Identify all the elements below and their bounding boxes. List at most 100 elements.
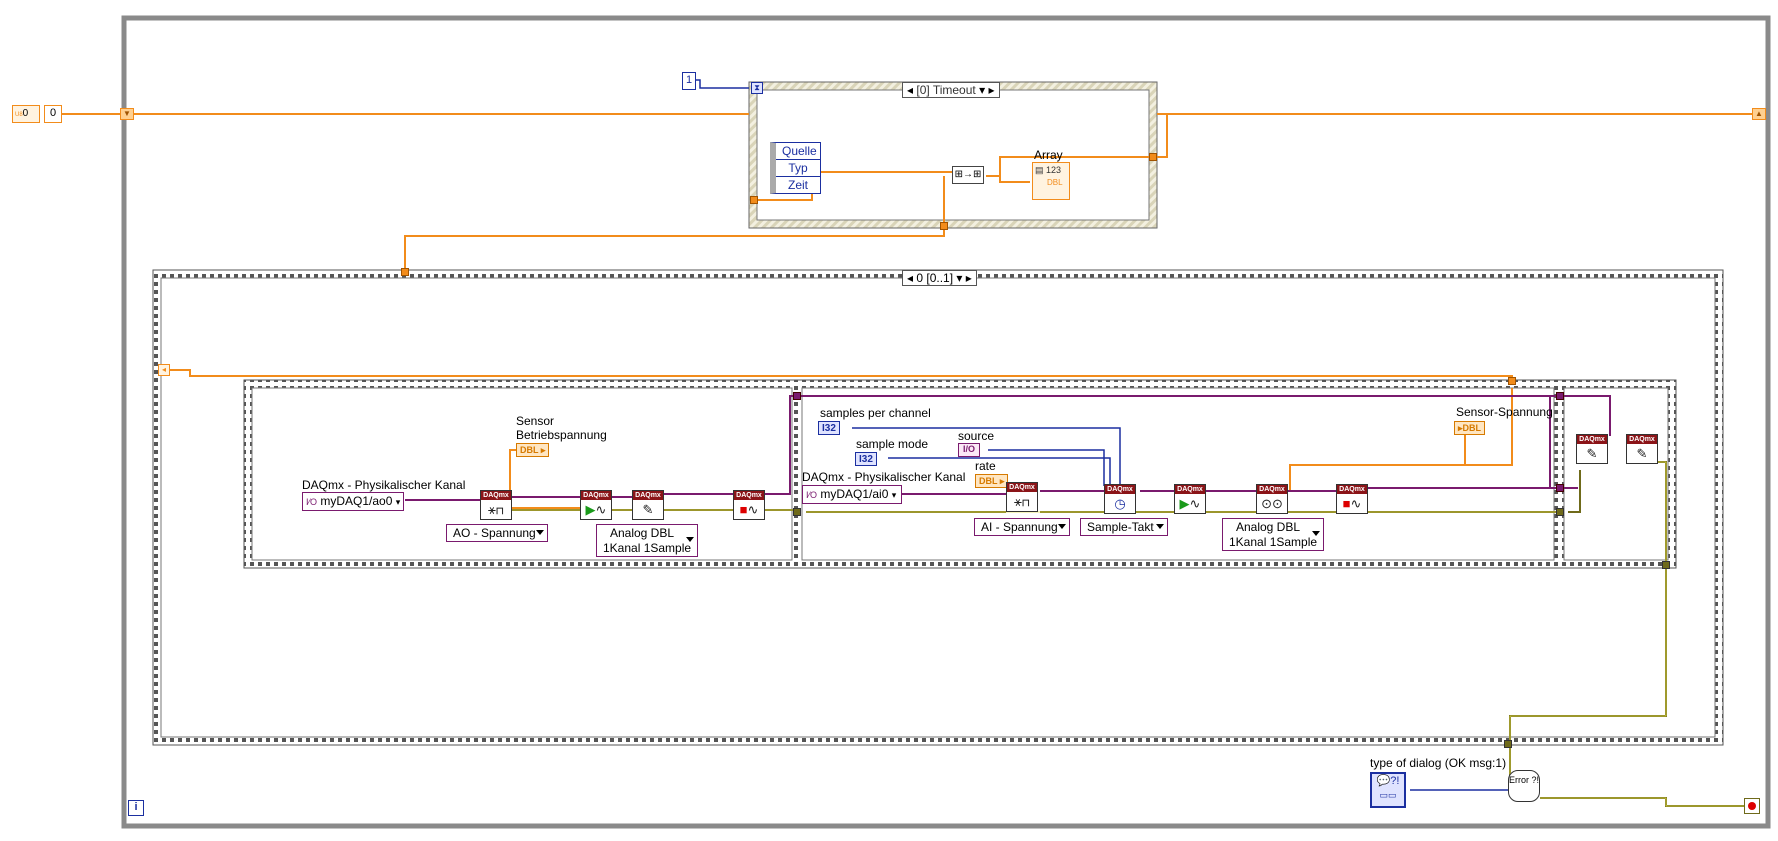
- source-label: source: [958, 429, 995, 443]
- stop-task-icon: ■∿: [739, 502, 759, 517]
- stop-icon: [1748, 801, 1756, 810]
- ai-read-ring-line1: Analog DBL: [1235, 520, 1301, 534]
- daqmx-stop-task-ai[interactable]: DAQmx ■∿: [1336, 484, 1368, 514]
- seq-tunnel-error-2: [1556, 508, 1564, 516]
- ao-mode-dropdown-icon[interactable]: [536, 530, 544, 535]
- daqmx-read-ai[interactable]: DAQmx ⊙⊙: [1256, 484, 1288, 514]
- rate-control[interactable]: DBL ▸: [975, 474, 1009, 488]
- samples-type: I32: [822, 423, 836, 434]
- loop-tunnel-error: [1504, 740, 1512, 748]
- seq-tunnel-task-1: [793, 392, 801, 400]
- sequence-tunnel-top: [1508, 377, 1516, 385]
- event-next-arrow[interactable]: ▸: [988, 83, 995, 97]
- ai-channel-constant[interactable]: I⁄O myDAQ1/ai0 ▾: [802, 485, 902, 504]
- seq-tunnel-task-3: [1556, 392, 1564, 400]
- create-channel-icon: ⚹⊓: [487, 502, 505, 517]
- dialog-buttons-icon: ▭▭: [1379, 790, 1397, 800]
- channel-dropdown-icon[interactable]: ▾: [395, 497, 401, 507]
- simple-error-handler[interactable]: Error ?!: [1508, 770, 1540, 802]
- case-selector-label: 0 [0..1]: [916, 271, 954, 285]
- event-tunnel-left: [750, 196, 758, 204]
- timing-clock-icon: ◷: [1114, 496, 1126, 511]
- clear-task-icon: ✎: [1636, 446, 1648, 461]
- daqmx-clear-task-2[interactable]: DAQmx ✎: [1626, 434, 1658, 464]
- event-data-time: Zeit: [776, 176, 820, 193]
- shift-register-right-terminal[interactable]: ▲: [1752, 108, 1766, 120]
- while-loop-frame: [121, 15, 1771, 829]
- daqmx-header: DAQmx: [1257, 485, 1287, 494]
- sensor-voltage-type: DBL: [520, 445, 539, 455]
- dialog-type-constant[interactable]: 💬?! ▭▭: [1370, 772, 1406, 808]
- channel-dropdown-icon[interactable]: ▾: [891, 490, 897, 500]
- daqmx-header: DAQmx: [1627, 435, 1657, 444]
- event-data-node[interactable]: Quelle Typ Zeit: [770, 142, 821, 194]
- array-index-icon: ▤ 123: [1035, 165, 1062, 175]
- event-tunnel-right: [1149, 153, 1157, 161]
- daqmx-create-channel-ao[interactable]: DAQmx ⚹⊓: [480, 490, 512, 520]
- write-icon: ✎: [642, 502, 654, 517]
- timeout-constant[interactable]: 1: [682, 72, 696, 90]
- ao-mode-ring[interactable]: AO - Spannung: [446, 524, 548, 542]
- rate-type: DBL: [979, 476, 998, 486]
- ai-read-dropdown-icon[interactable]: [1312, 531, 1320, 536]
- ai-mode-dropdown-icon[interactable]: [1058, 524, 1066, 529]
- ao-mode-value: AO - Spannung: [453, 526, 536, 540]
- array-indicator[interactable]: ▤ 123 DBL: [1032, 162, 1070, 200]
- sensor-label-line2: Betriebspannung: [516, 428, 607, 442]
- ai-read-polymorphic-ring[interactable]: Analog DBL 1Kanal 1Sample: [1222, 518, 1324, 551]
- daqmx-stop-task-ao[interactable]: DAQmx ■∿: [733, 490, 765, 520]
- ai-channel-label: DAQmx - Physikalischer Kanal: [802, 470, 966, 484]
- build-array-node[interactable]: ⊞→⊞: [952, 166, 984, 184]
- init-indicator[interactable]: 0: [44, 105, 62, 123]
- io-glyph-icon: I⁄O: [306, 497, 318, 507]
- daqmx-start-task-ao[interactable]: DAQmx ▶∿: [580, 490, 612, 520]
- ao-write-polymorphic-ring[interactable]: Analog DBL 1Kanal 1Sample: [596, 524, 698, 557]
- shift-register-read-terminal: ◂: [158, 364, 170, 376]
- read-glasses-icon: ⊙⊙: [1261, 496, 1283, 511]
- case-prev-arrow[interactable]: ◂: [907, 271, 914, 285]
- samples-per-channel-control[interactable]: I32: [818, 421, 840, 435]
- create-channel-icon: ⚹⊓: [1013, 494, 1031, 509]
- sample-clock-value: Sample-Takt: [1087, 520, 1154, 534]
- sensor-voltage-control[interactable]: DBL ▸: [516, 443, 550, 457]
- case-next-arrow[interactable]: ▸: [965, 271, 972, 285]
- daqmx-start-task-ai[interactable]: DAQmx ▶∿: [1174, 484, 1206, 514]
- sample-mode-control[interactable]: I32: [855, 452, 877, 466]
- ao-channel-constant[interactable]: I⁄O myDAQ1/ao0 ▾: [302, 492, 404, 511]
- event-data-source: Quelle: [782, 144, 817, 158]
- daqmx-header: DAQmx: [1105, 485, 1135, 494]
- case-selector[interactable]: ◂ 0 [0..1] ▾ ▸: [902, 270, 977, 286]
- seq-tunnel-task-2: [1556, 484, 1564, 492]
- daqmx-write-ao[interactable]: DAQmx ✎: [632, 490, 664, 520]
- shift-register-left-terminal[interactable]: ▼: [120, 108, 134, 120]
- ao-write-dropdown-icon[interactable]: [686, 537, 694, 542]
- daqmx-header: DAQmx: [481, 491, 511, 500]
- event-case-selector[interactable]: ◂ [0] Timeout ▾ ▸: [902, 82, 1000, 98]
- daqmx-header: DAQmx: [1007, 483, 1037, 492]
- daqmx-create-channel-ai[interactable]: DAQmx ⚹⊓: [1006, 482, 1038, 512]
- event-prev-arrow[interactable]: ◂: [907, 83, 914, 97]
- daqmx-clear-task-1[interactable]: DAQmx ✎: [1576, 434, 1608, 464]
- error-handler-icon: Error ?!: [1509, 775, 1540, 785]
- stop-condition-terminal[interactable]: [1744, 798, 1760, 814]
- sample-clock-ring[interactable]: Sample-Takt: [1080, 518, 1168, 536]
- event-case-label: [0] Timeout: [916, 83, 976, 97]
- dialog-speech-icon: 💬?!: [1376, 775, 1400, 787]
- iteration-icon: i: [134, 801, 138, 813]
- shift-register-init[interactable]: U80: [12, 105, 40, 123]
- sample-clock-dropdown-icon[interactable]: [1156, 524, 1164, 529]
- numeric-type-glyph: U8: [15, 112, 23, 118]
- rate-label: rate: [975, 459, 996, 473]
- sensor-output-indicator[interactable]: ▸DBL: [1454, 421, 1486, 435]
- ai-mode-ring[interactable]: AI - Spannung: [974, 518, 1070, 536]
- source-control[interactable]: I/O: [958, 443, 981, 457]
- ao-channel-value: myDAQ1/ao0: [320, 494, 393, 508]
- stop-task-icon: ■∿: [1342, 496, 1362, 511]
- case-dropdown-arrow[interactable]: ▾: [956, 271, 963, 285]
- daqmx-timing-ai[interactable]: DAQmx ◷: [1104, 484, 1136, 514]
- io-glyph-icon: I⁄O: [806, 490, 818, 500]
- sensor-label-line1: Sensor: [516, 414, 555, 428]
- event-dropdown-arrow[interactable]: ▾: [979, 83, 986, 97]
- case-tunnel-top: [401, 268, 409, 276]
- dialog-type-label: type of dialog (OK msg:1): [1370, 756, 1507, 770]
